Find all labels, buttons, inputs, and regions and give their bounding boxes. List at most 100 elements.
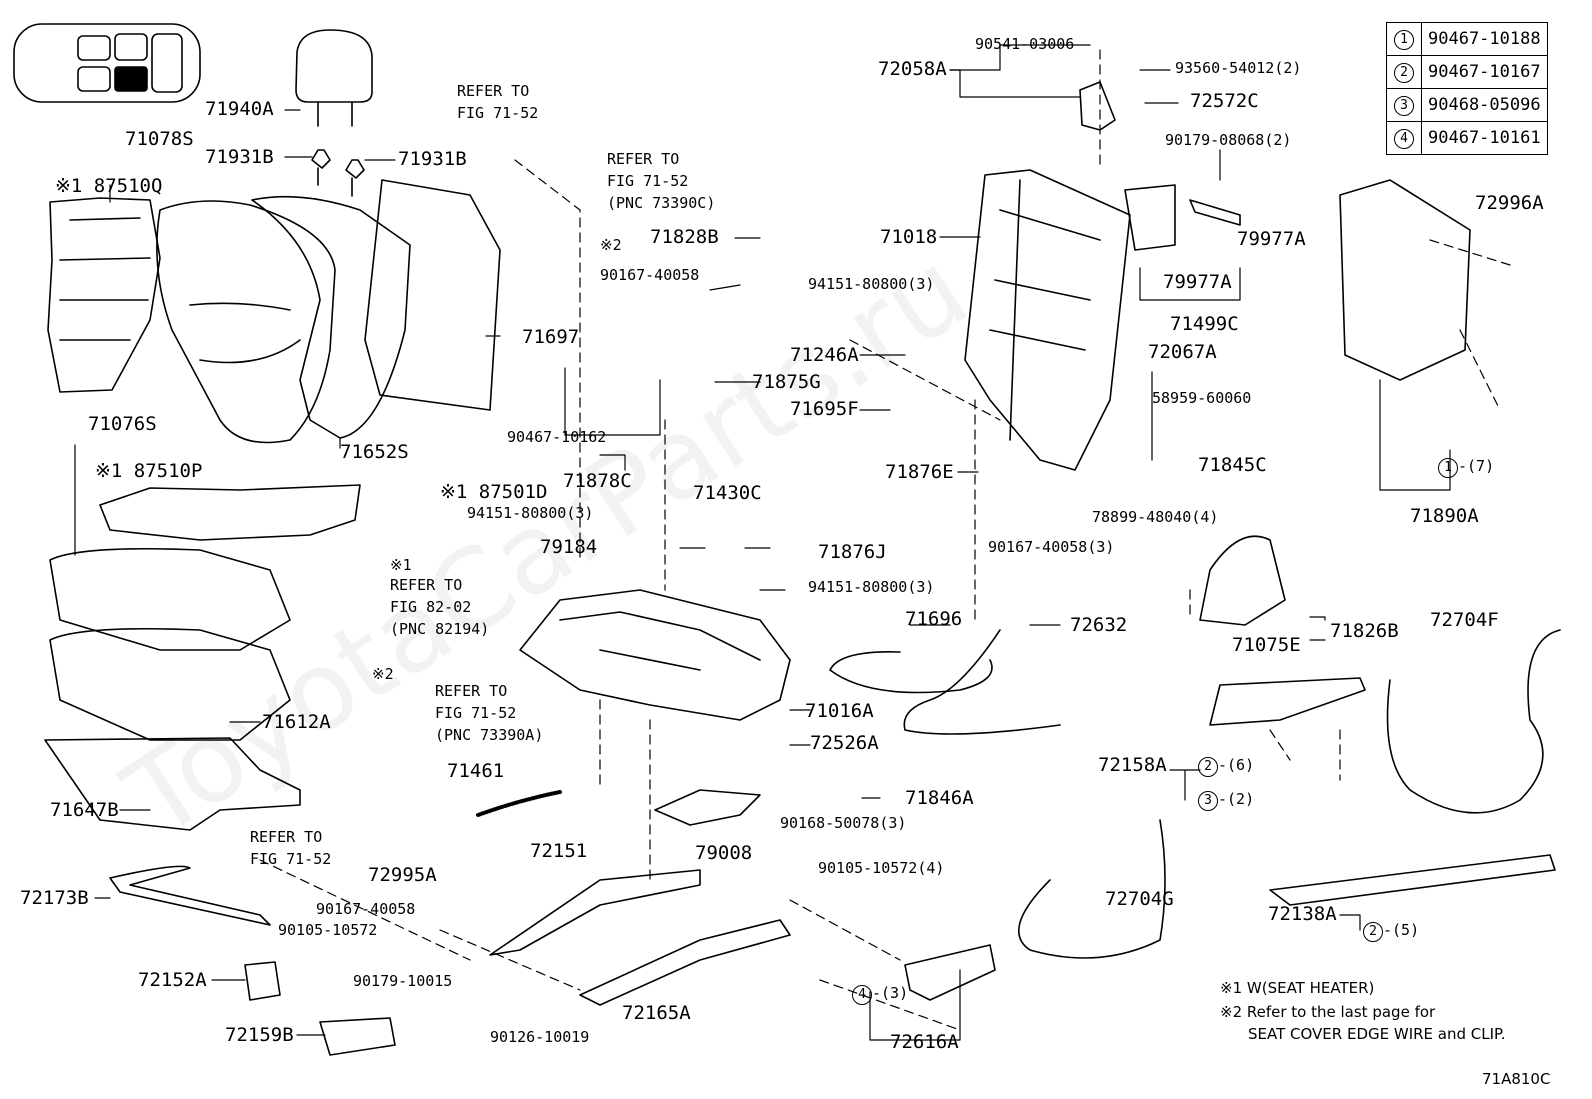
label-refer3a: ※1 (390, 556, 412, 574)
label-4-3-qty: -(3) (872, 984, 909, 1002)
label-87501D: ※1 87501D (440, 481, 548, 503)
label-90126-10019: 90126-10019 (490, 1028, 590, 1046)
leader-lines (74, 44, 1451, 1041)
label-94151-a: 94151-80800(3) (467, 504, 594, 522)
label-87510Q: ※1 87510Q (55, 175, 163, 197)
label-72704F: 72704F (1430, 609, 1499, 631)
seatback-frame-71018 (964, 169, 1131, 471)
label-71647B: 71647B (50, 799, 119, 821)
label-72151: 72151 (530, 840, 588, 862)
label-2-5-qty: -(5) (1383, 921, 1420, 939)
note-1: ※1 W(SEAT HEATER) (1220, 979, 1375, 997)
label-90168: 90168-50078(3) (780, 814, 907, 832)
label-72158A: 72158A (1098, 754, 1167, 776)
label-refer4b: FIG 71-52 (435, 704, 517, 722)
label-71826B: 71826B (1330, 620, 1399, 642)
bracket-79977A-a (1124, 184, 1176, 251)
seatback-board (364, 179, 501, 411)
cushion-board (44, 737, 301, 831)
label-3-2-qty: -(2) (1218, 790, 1255, 808)
diagram-code: 71A810C (1482, 1070, 1551, 1088)
label-72067A: 72067A (1148, 341, 1217, 363)
label-94151-b: 94151-80800(3) (808, 578, 935, 596)
bracket-79977A-b (1189, 199, 1241, 226)
back-cushion (251, 195, 411, 439)
label-72704G: 72704G (1105, 888, 1174, 910)
label-72159B: 72159B (225, 1024, 294, 1046)
label-78899: 78899-48040(4) (1092, 508, 1219, 526)
label-90167-40058-b: 90167-40058 (316, 900, 416, 918)
label-72632: 72632 (1070, 614, 1128, 636)
label-71875G: 71875G (752, 371, 821, 393)
cushion-cover (49, 547, 291, 651)
seat-position-icon (13, 23, 201, 103)
label-94151-c: 94151-80800(3) (808, 275, 935, 293)
hinge-72058A (1079, 81, 1116, 131)
ref-part: 90467-10188 (1421, 22, 1548, 56)
ref-part: 90467-10161 (1421, 121, 1548, 155)
label-71016A: 71016A (805, 700, 874, 722)
label-71246A: 71246A (790, 344, 859, 366)
label-72996A: 72996A (1475, 192, 1544, 214)
cable-72632 (903, 629, 1061, 735)
label-71018: 71018 (880, 226, 938, 248)
label-71695F: 71695F (790, 398, 859, 420)
label-79977A-b: 79977A (1237, 228, 1306, 250)
label-90541: 90541-03006 (975, 35, 1075, 53)
label-71499C: 71499C (1170, 313, 1239, 335)
trim-71826B (1199, 535, 1286, 626)
panel-71890A (1339, 179, 1471, 381)
label-71931B-a: 71931B (205, 146, 274, 168)
label-refer5a: REFER TO (250, 828, 323, 846)
ref-num: 3 (1394, 96, 1414, 116)
cushion-frame (99, 484, 361, 541)
label-90179-08068: 90179-08068(2) (1165, 131, 1292, 149)
label-2-6: 2-(6) (1198, 757, 1254, 777)
cable-72704G (1018, 819, 1166, 959)
ref-row: 2 90467-10167 (1386, 55, 1548, 89)
label-refer3d: (PNC 82194) (390, 620, 490, 638)
label-71075E: 71075E (1232, 634, 1301, 656)
seatback-cover (156, 200, 336, 444)
cover-72616A (904, 944, 996, 1001)
label-72058A: 72058A (878, 58, 947, 80)
ref-part: 90468-05096 (1421, 88, 1548, 122)
headrest-shape (295, 29, 373, 127)
label-72526A: 72526A (810, 732, 879, 754)
label-79977A-a: 79977A (1163, 271, 1232, 293)
label-72138A: 72138A (1268, 903, 1337, 925)
note-3: SEAT COVER EDGE WIRE and CLIP. (1248, 1025, 1506, 1043)
ref-part: 90467-10167 (1421, 55, 1548, 89)
label-refer2b: FIG 71-52 (607, 172, 689, 190)
label-72165A: 72165A (622, 1002, 691, 1024)
label-71846A: 71846A (905, 787, 974, 809)
trim-72158A (1209, 677, 1366, 726)
label-93560: 93560-54012(2) (1175, 59, 1302, 77)
ref-num: 4 (1394, 129, 1414, 149)
label-71078S: 71078S (125, 128, 194, 150)
part-72152A (244, 961, 281, 1001)
label-71430C: 71430C (693, 482, 762, 504)
label-71876J: 71876J (818, 541, 887, 563)
label-2-6-qty: -(6) (1218, 756, 1255, 774)
label-71940A: 71940A (205, 98, 274, 120)
label-58959: 58959-60060 (1152, 389, 1252, 407)
label-71828B: 71828B (650, 226, 719, 248)
support-a (311, 149, 331, 186)
ref-row: 1 90467-10188 (1386, 22, 1548, 56)
cushion-pad (49, 627, 291, 741)
label-71931B-b: 71931B (398, 148, 467, 170)
label-refer4c: (PNC 73390A) (435, 726, 544, 744)
label-refer5b: FIG 71-52 (250, 850, 332, 868)
label-refer3b: REFER TO (390, 576, 463, 594)
label-72572C: 72572C (1190, 90, 1259, 112)
label-refer2a: REFER TO (607, 150, 680, 168)
label-2-5: 2-(5) (1363, 922, 1419, 942)
label-90167-40058-c: 90167-40058(3) (988, 538, 1115, 556)
ref-row: 3 90468-05096 (1386, 88, 1548, 122)
trim-72138A (1269, 854, 1556, 906)
label-90167-40058-a: 90167-40058 (600, 266, 700, 284)
label-90105-10572-a: 90105-10572 (278, 921, 378, 939)
label-79184: 79184 (540, 536, 598, 558)
